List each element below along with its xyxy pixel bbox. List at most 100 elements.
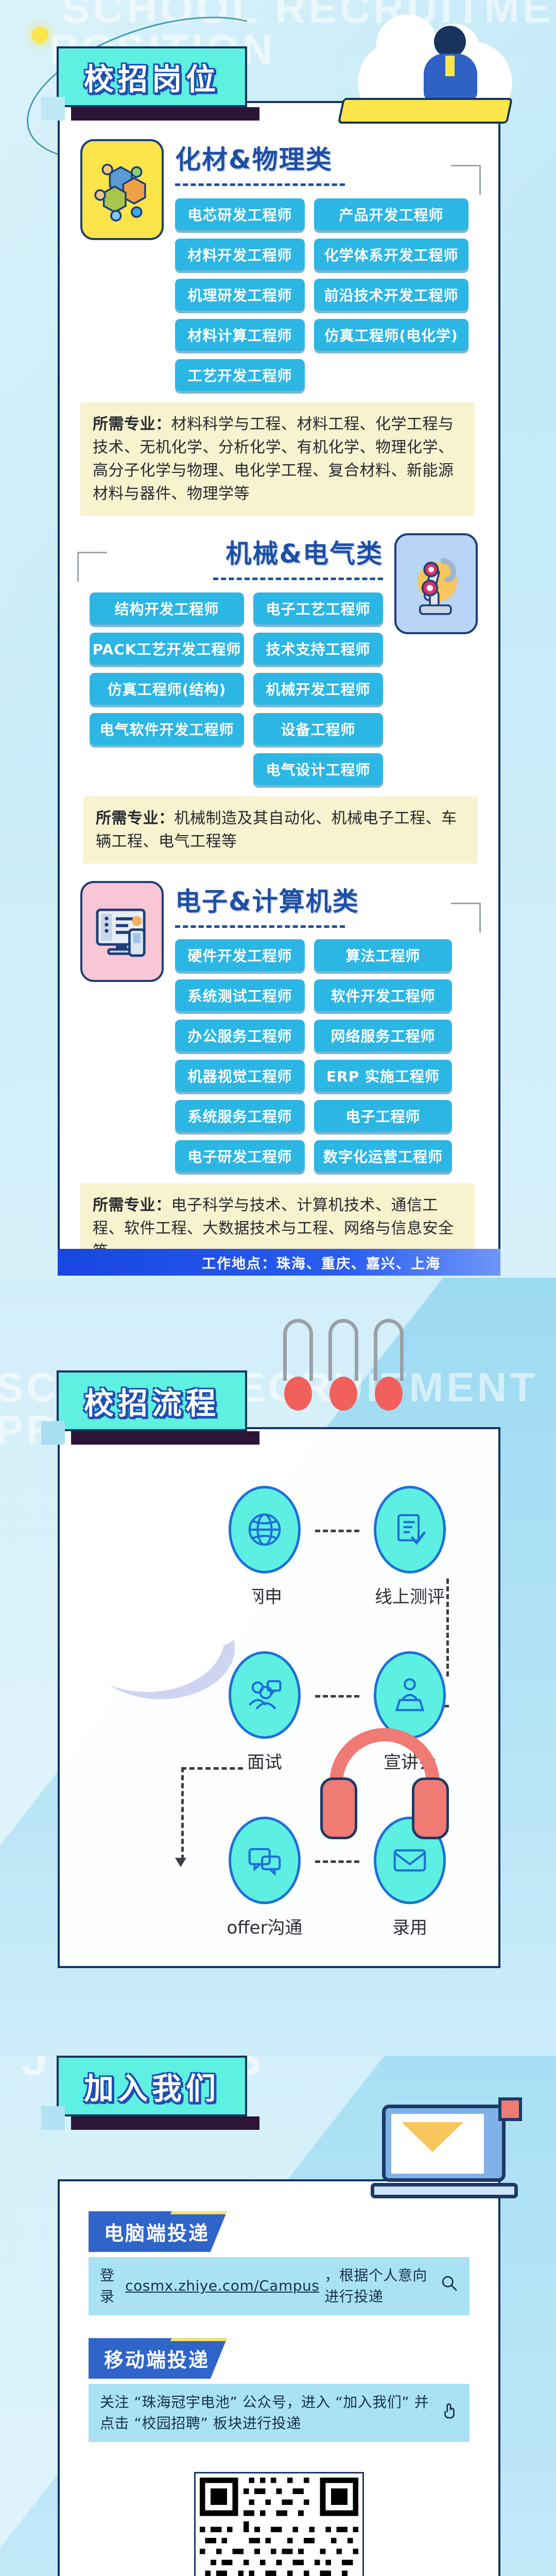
section-positions: SCHOOL RECRUITMENT POSITION 校招岗位 [0,0,556,1278]
job-tag[interactable]: 技术支持工程师 [253,633,383,665]
globe-icon [229,1486,301,1573]
job-tag[interactable]: 网络服务工程师 [314,1020,452,1052]
flow-step-4[interactable]: 宣讲会 [359,1651,460,1773]
apply-method-tab: 移动端投递 [89,2338,228,2379]
apply-text-before: 登录 [100,2267,115,2305]
apply-text-after: ，根据个人意向进行投递 [324,2267,427,2305]
required-majors-label: 所需专业： [96,809,175,827]
molecule-icon [80,139,164,240]
flow-step-label: 录用 [392,1918,427,1938]
job-tag[interactable]: 材料开发工程师 [175,239,305,270]
category-block: 机械&电气类 结构开发工程师 PACK工艺开发工程师 仿真工程师(结构) 电气软… [60,516,498,863]
category-title: 电子&计算机类 [175,887,359,917]
work-location-text: 工作地点：珠海、重庆、嘉兴、上海 [202,1256,441,1272]
flow-connector [315,1530,359,1532]
job-tag[interactable]: 仿真工程师(结构) [90,673,244,705]
search-icon [441,2275,458,2298]
required-majors-value: 电子科学与技术、计算机技术、通信工程、软件工程、大数据技术与工程、网络与信息安全… [93,1196,454,1261]
job-tag[interactable]: 机理研发工程师 [175,279,305,311]
flow-card: 网申 线上测评 [58,1427,500,1968]
flow-connector [315,1860,359,1863]
headphone-illustration [320,1728,449,1857]
section-title-positions: 校招岗位 [41,46,259,121]
job-tag[interactable]: 化学体系开发工程师 [314,239,468,270]
job-tag[interactable]: 软件开发工程师 [314,979,452,1011]
interview-people-icon [229,1651,301,1739]
job-tag[interactable]: 机器视觉工程师 [175,1060,305,1092]
job-tag[interactable]: 电子工艺工程师 [253,592,383,624]
section-title-flow: 校招流程 [41,1370,259,1445]
category-block: 电子&计算机类 硬件开发工程师 系统测试工程师 办公服务工程师 机器视觉工程师 … [60,863,498,1274]
positions-card: 化材&物理类 电芯研发工程师 材料开发工程师 机理研发工程师 材料计算工程师 工… [58,101,500,1274]
job-tag[interactable]: PACK工艺开发工程师 [90,633,244,665]
required-majors-value: 机械制造及其自动化、机械电子工程、车辆工程、电气工程等 [96,809,457,851]
apply-method-body: 登录 cosmx.zhiye.com/Campus ，根据个人意向进行投递 [89,2257,470,2316]
job-tag[interactable]: 结构开发工程师 [90,592,244,624]
job-tag[interactable]: 系统服务工程师 [175,1100,305,1132]
robot-arm-icon [394,533,478,634]
computer-icon [80,881,164,982]
qr-code-apply[interactable] [194,2472,364,2576]
required-majors: 所需专业：机械制造及其自动化、机械电子工程、车辆工程、电气工程等 [83,796,478,863]
job-tag[interactable]: 仿真工程师(电化学) [314,319,468,351]
flow-step-5[interactable]: offer沟通 [214,1817,315,1939]
job-tag[interactable]: 系统测试工程师 [175,979,305,1011]
section-title-text: 校招流程 [83,1386,220,1421]
corner-bracket [451,903,481,933]
job-tag[interactable]: 电芯研发工程师 [175,198,305,230]
apply-method-pc: 电脑端投递 登录 cosmx.zhiye.com/Campus ，根据个人意向进… [89,2211,470,2316]
flow-row: 网申 线上测评 [214,1486,462,1608]
bowling-pins-illustration [283,1319,417,1417]
mascot-illustration [337,14,528,149]
apply-method-mobile: 移动端投递 关注 “珠海冠宇电池” 公众号，进入 “加入我们” 并点击 “校园招… [89,2338,470,2443]
required-majors: 所需专业：材料科学与工程、材料工程、化学工程与技术、无机化学、分析化学、有机化学… [80,402,475,516]
flow-step-label: 线上测评 [375,1587,445,1607]
job-tag[interactable]: 电子工程师 [314,1100,452,1132]
chat-bubbles-icon [229,1817,301,1904]
apply-method-tab: 电脑端投递 [89,2211,228,2252]
job-tag[interactable]: 办公服务工程师 [175,1020,305,1052]
pointer-hand-icon [441,2401,458,2425]
section-title-text: 加入我们 [83,2071,220,2106]
job-tag[interactable]: 电气软件开发工程师 [90,713,244,745]
podium-speaker-icon [374,1651,446,1739]
job-tag[interactable]: 产品开发工程师 [314,198,468,230]
flow-connector [315,1695,359,1698]
job-tag[interactable]: ERP 实施工程师 [314,1060,452,1092]
required-majors-label: 所需专业： [93,1196,171,1214]
qr-block: 网申二维码 [89,2472,470,2576]
job-tag[interactable]: 机械开发工程师 [253,673,383,705]
category-title: 机械&电气类 [225,539,383,569]
flow-step-label: 面试 [247,1752,282,1773]
flow-step-3[interactable]: 面试 [214,1651,315,1773]
flow-step-1[interactable]: 网申 [214,1486,315,1608]
job-tag[interactable]: 材料计算工程师 [175,319,305,351]
flow-connector-vertical [175,1738,243,1867]
assessment-document-icon [374,1486,446,1573]
job-tag[interactable]: 算法工程师 [314,939,452,971]
job-tag[interactable]: 工艺开发工程师 [175,359,305,391]
job-tag[interactable]: 电气设计工程师 [253,753,383,785]
flow-row: offer沟通 录用 [214,1817,462,1939]
apply-text-mobile: 关注 “珠海冠宇电池” 公众号，进入 “加入我们” 并点击 “校园招聘” 板块进… [100,2394,429,2432]
job-tag[interactable]: 数字化运营工程师 [314,1140,452,1172]
job-tag[interactable]: 前沿技术开发工程师 [314,279,468,311]
apply-method-body: 关注 “珠海冠宇电池” 公众号，进入 “加入我们” 并点击 “校园招聘” 板块进… [89,2384,470,2443]
category-block: 化材&物理类 电芯研发工程师 材料开发工程师 机理研发工程师 材料计算工程师 工… [60,103,498,516]
divider [213,578,383,580]
laptop-illustration [371,2097,525,2223]
flow-step-2[interactable]: 线上测评 [359,1486,460,1608]
required-majors-value: 材料科学与工程、材料工程、化学工程与技术、无机化学、分析化学、有机化学、物理化学… [93,415,454,503]
divider [175,925,345,928]
flow-step-label: offer沟通 [227,1918,303,1938]
apply-link[interactable]: cosmx.zhiye.com/Campus [125,2277,320,2295]
divider [175,183,345,186]
job-tag[interactable]: 硬件开发工程师 [175,939,305,971]
category-title: 化材&物理类 [175,145,333,175]
flow-row: 面试 宣讲会 [214,1651,462,1773]
job-tag[interactable]: 电子研发工程师 [175,1140,305,1172]
section-title-join: 加入我们 [41,2056,259,2130]
job-tag[interactable]: 设备工程师 [253,713,383,745]
decorative-dot [32,27,48,43]
work-location-bar: 工作地点：珠海、重庆、嘉兴、上海 [58,1249,500,1276]
